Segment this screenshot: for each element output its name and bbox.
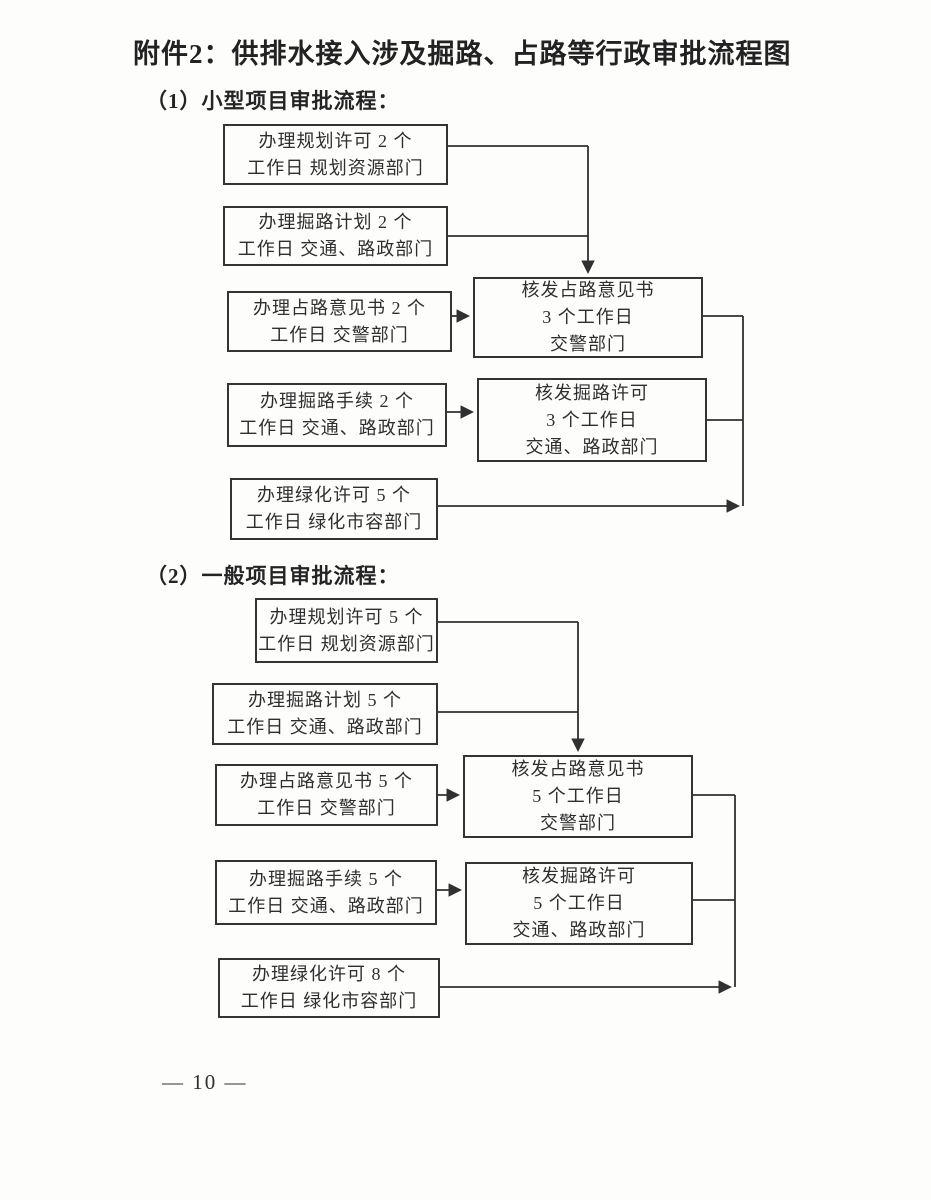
flow-box-excavation-plan-small: 办理掘路计划 2 个 工作日 交通、路政部门 xyxy=(223,206,448,266)
box-line: 3 个工作日 xyxy=(542,307,634,327)
flow-box-road-occupation-opinion-general: 办理占路意见书 5 个 工作日 交警部门 xyxy=(215,764,438,826)
box-line: 交通、路政部门 xyxy=(512,920,646,940)
box-line: 办理掘路手续 2 个 xyxy=(260,391,414,411)
page-number: — 10 — xyxy=(162,1070,248,1094)
flow-box-greening-permit-small: 办理绿化许可 5 个 工作日 绿化市容部门 xyxy=(230,478,438,540)
section-2-heading: （2）一般项目审批流程： xyxy=(146,564,400,588)
box-line: 工作日 规划资源部门 xyxy=(247,157,424,178)
flow-box-issue-excavation-permit-small: 核发掘路许可 3 个工作日 交通、路政部门 xyxy=(477,378,707,462)
box-line: 工作日 交警部门 xyxy=(257,798,396,818)
box-line: 办理掘路计划 2 个 xyxy=(258,212,413,232)
box-line: 核发占路意见书 xyxy=(521,280,655,300)
box-line: 办理占路意见书 2 个 xyxy=(253,297,426,318)
box-line: 办理掘路手续 5 个 xyxy=(249,868,403,889)
box-line: 核发掘路许可 xyxy=(522,866,636,886)
box-line: 办理绿化许可 5 个 xyxy=(257,485,411,505)
box-line: 5 个工作日 xyxy=(533,893,625,913)
box-line: 工作日 绿化市容部门 xyxy=(245,512,423,532)
box-line: 工作日 交通、路政部门 xyxy=(227,717,423,737)
box-line: 工作日 交通、路政部门 xyxy=(228,895,424,916)
flow-box-excavation-procedure-general: 办理掘路手续 5 个 工作日 交通、路政部门 xyxy=(215,860,437,925)
box-line: 工作日 绿化市容部门 xyxy=(240,991,418,1011)
flow-box-issue-occupation-opinion-small: 核发占路意见书 3 个工作日 交警部门 xyxy=(473,277,703,358)
flow-box-planning-permit-general: 办理规划许可 5 个 工作日 规划资源部门 xyxy=(255,598,438,663)
box-line: 核发占路意见书 xyxy=(511,759,645,779)
box-line: 交警部门 xyxy=(550,334,626,354)
box-line: 工作日 交警部门 xyxy=(270,324,409,345)
box-line: 工作日 交通、路政部门 xyxy=(237,239,434,259)
flow-box-issue-occupation-opinion-general: 核发占路意见书 5 个工作日 交警部门 xyxy=(463,755,693,838)
box-line: 办理掘路计划 5 个 xyxy=(248,690,402,710)
flow-box-road-occupation-opinion-small: 办理占路意见书 2 个 工作日 交警部门 xyxy=(227,291,452,352)
box-line: 交通、路政部门 xyxy=(525,436,659,457)
box-line: 办理绿化许可 8 个 xyxy=(252,964,406,984)
flow-box-issue-excavation-permit-general: 核发掘路许可 5 个工作日 交通、路政部门 xyxy=(465,862,693,945)
flow-box-planning-permit-small: 办理规划许可 2 个 工作日 规划资源部门 xyxy=(223,124,448,185)
box-line: 办理规划许可 5 个 xyxy=(269,606,424,627)
box-line: 办理占路意见书 5 个 xyxy=(240,771,413,791)
box-line: 核发掘路许可 xyxy=(535,382,649,403)
flow-box-excavation-procedure-small: 办理掘路手续 2 个 工作日 交通、路政部门 xyxy=(227,383,447,447)
box-line: 交警部门 xyxy=(540,813,616,833)
box-line: 办理规划许可 2 个 xyxy=(258,130,413,151)
flow-box-excavation-plan-general: 办理掘路计划 5 个 工作日 交通、路政部门 xyxy=(212,683,438,745)
page-title: 附件2：供排水接入涉及掘路、占路等行政审批流程图 xyxy=(133,39,792,69)
box-line: 3 个工作日 xyxy=(546,409,638,430)
box-line: 工作日 规划资源部门 xyxy=(258,633,435,654)
box-line: 工作日 交通、路政部门 xyxy=(239,418,435,438)
section-1-heading: （1）小型项目审批流程： xyxy=(146,89,400,113)
flow-box-greening-permit-general: 办理绿化许可 8 个 工作日 绿化市容部门 xyxy=(218,958,440,1018)
box-line: 5 个工作日 xyxy=(532,786,624,806)
